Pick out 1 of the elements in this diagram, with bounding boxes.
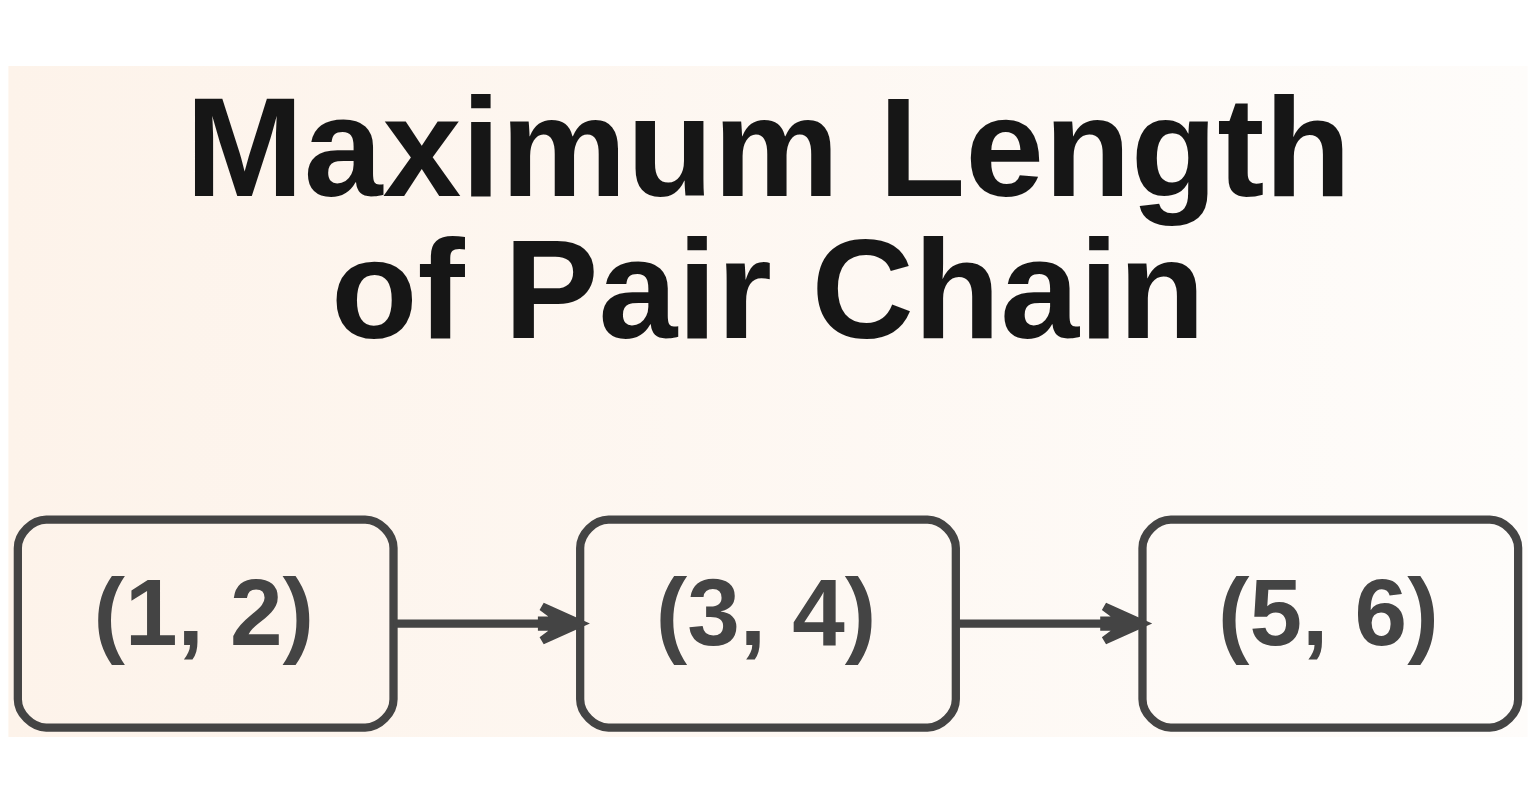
diagram-title: Maximum Length of Pair Chain: [185, 67, 1352, 368]
